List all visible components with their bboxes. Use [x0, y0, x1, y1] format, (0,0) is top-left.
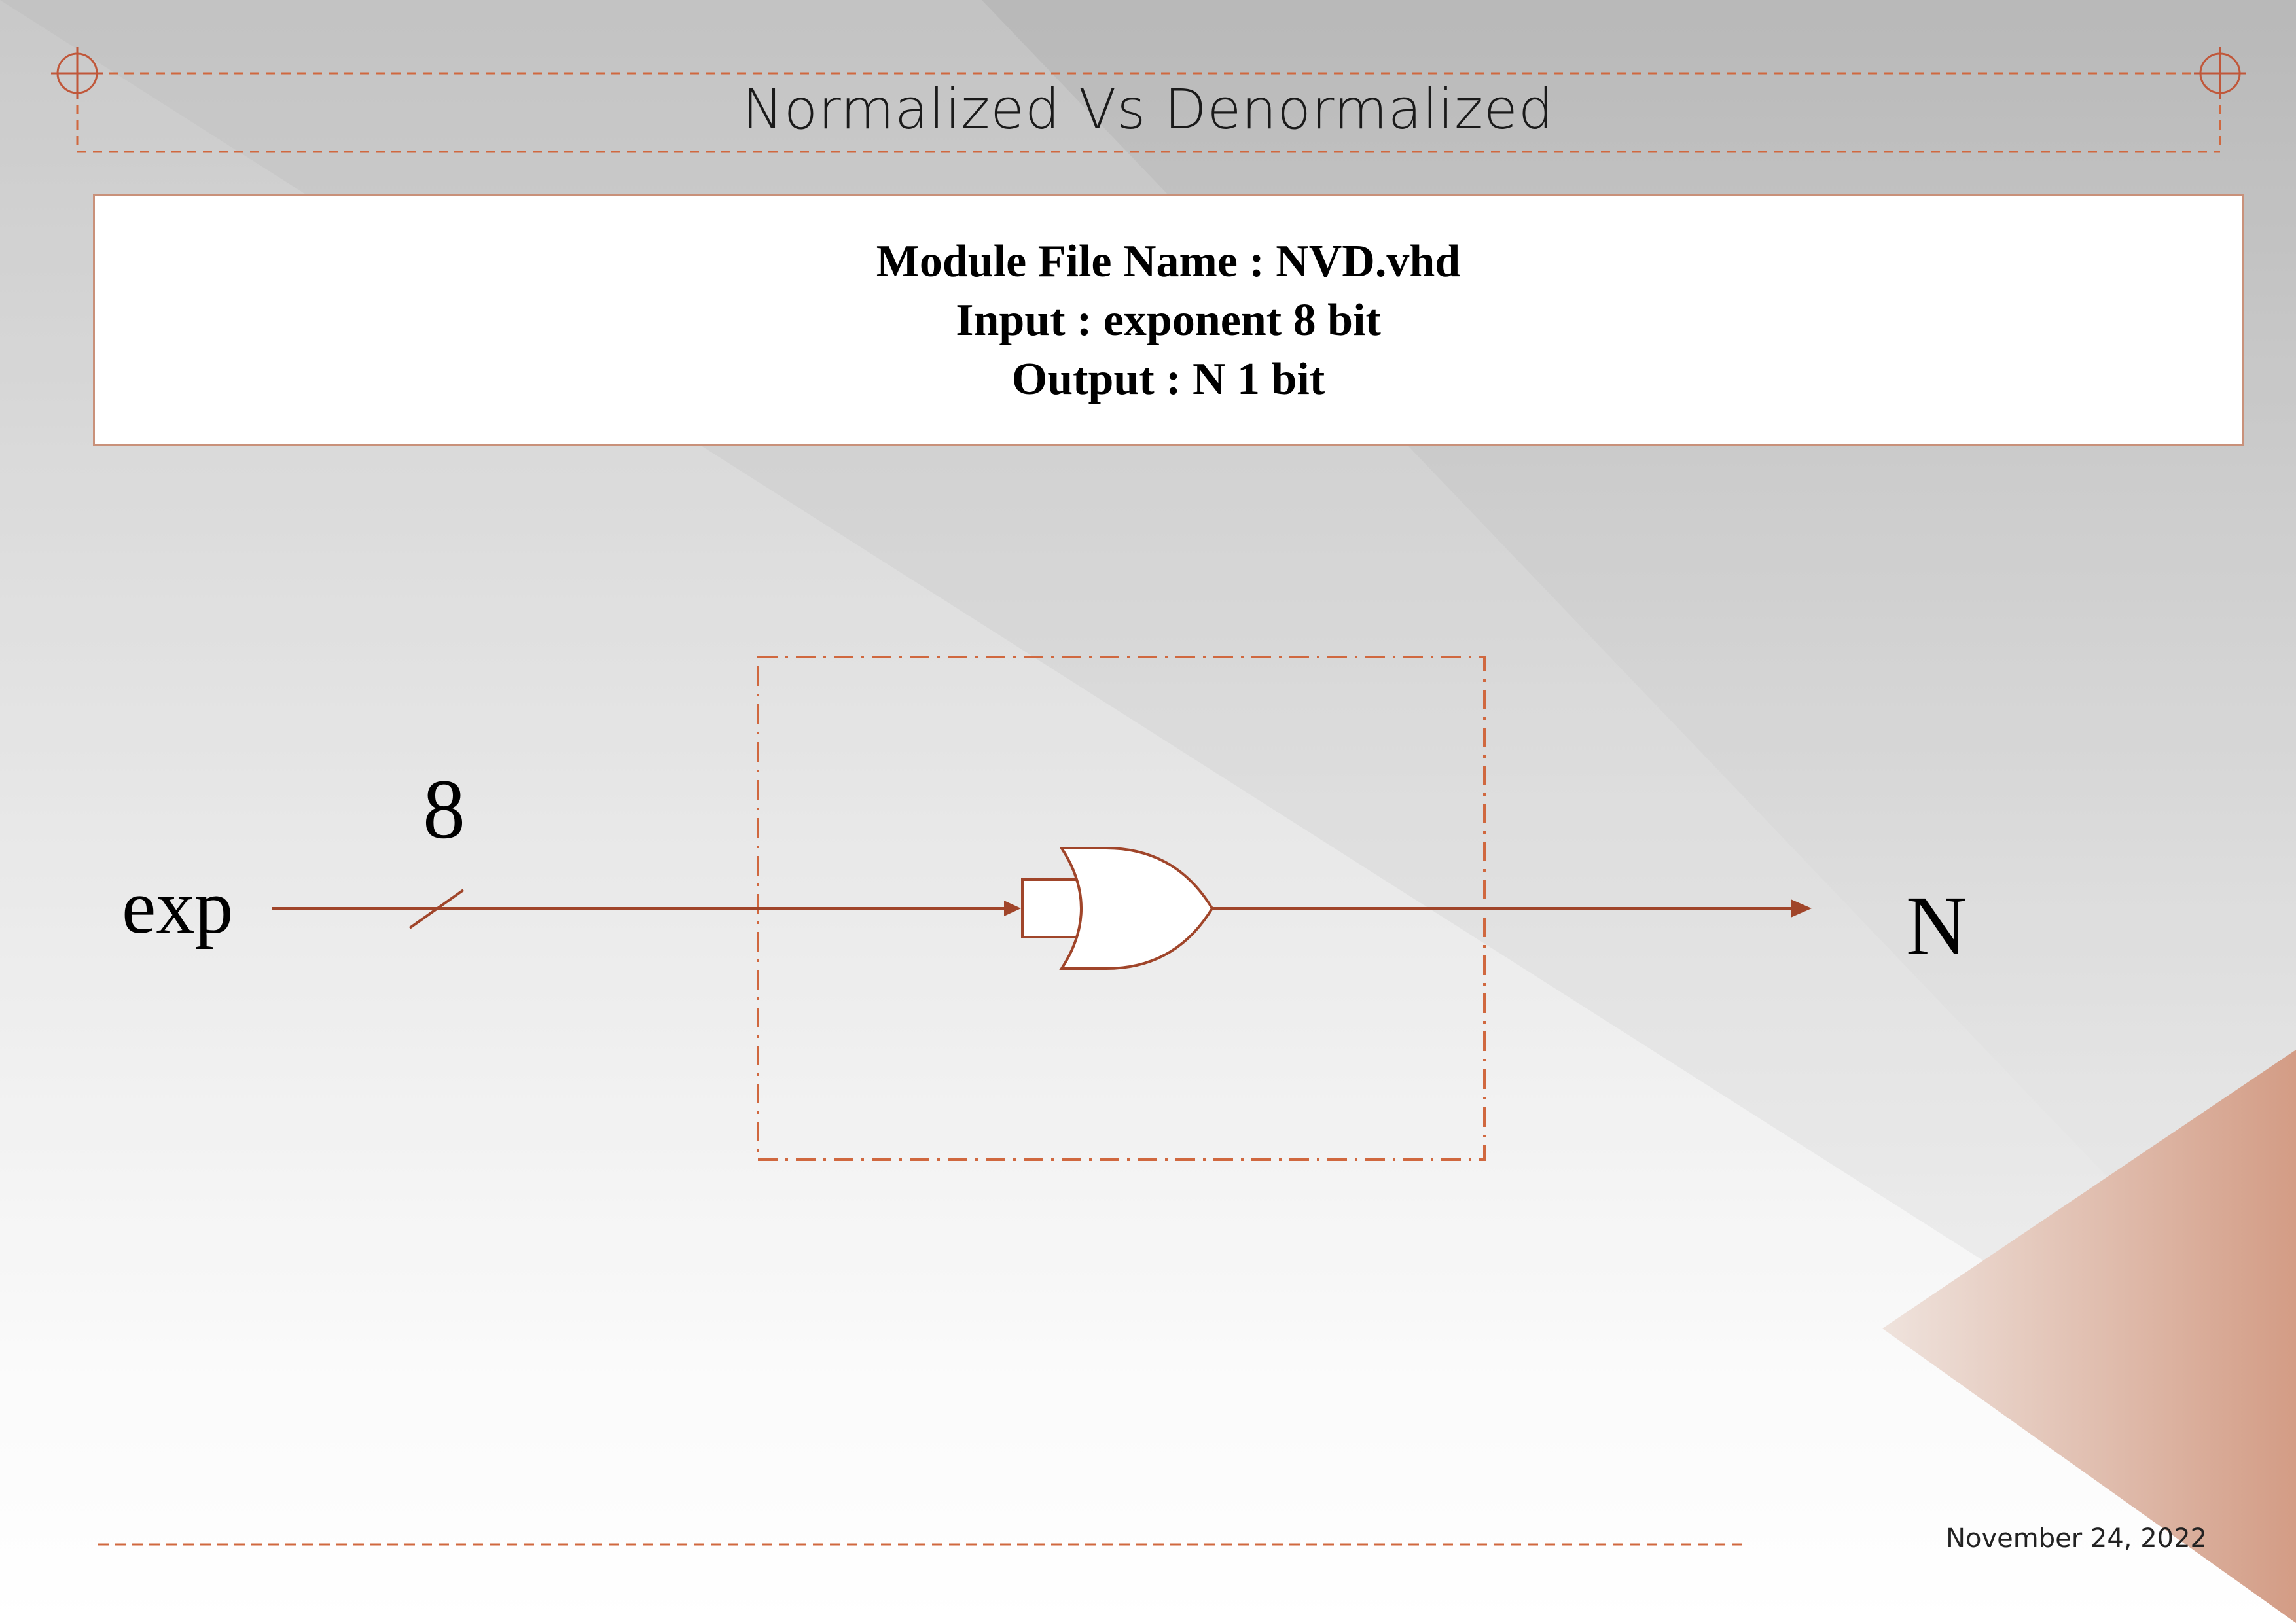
crosshair-icon	[51, 47, 103, 99]
input-label: exp	[122, 864, 234, 950]
crosshair-icon	[2194, 47, 2246, 99]
module-output-spec: Output : N 1 bit	[1011, 354, 1325, 404]
module-file-name: Module File Name : NVD.vhd	[876, 236, 1461, 287]
module-input-spec: Input : exponent 8 bit	[956, 295, 1381, 346]
slide-title: Normalized Vs Denormalized	[742, 77, 1554, 141]
bus-width-label: 8	[423, 762, 465, 857]
slide-date: November 24, 2022	[1946, 1524, 2207, 1554]
bus-input-stub	[1021, 878, 1083, 938]
module-info-text: Module File Name : NVD.vhd Input : expon…	[95, 232, 2242, 409]
or-gate-icon	[1059, 847, 1214, 970]
output-label: N	[1906, 879, 1967, 973]
module-info-box: Module File Name : NVD.vhd Input : expon…	[93, 194, 2244, 446]
corner-triangle	[1882, 1050, 2296, 1623]
bus-slash	[408, 889, 465, 929]
arrow-icon	[1004, 901, 1021, 916]
title-frame	[76, 72, 2221, 153]
arrow-icon	[1791, 899, 1812, 918]
